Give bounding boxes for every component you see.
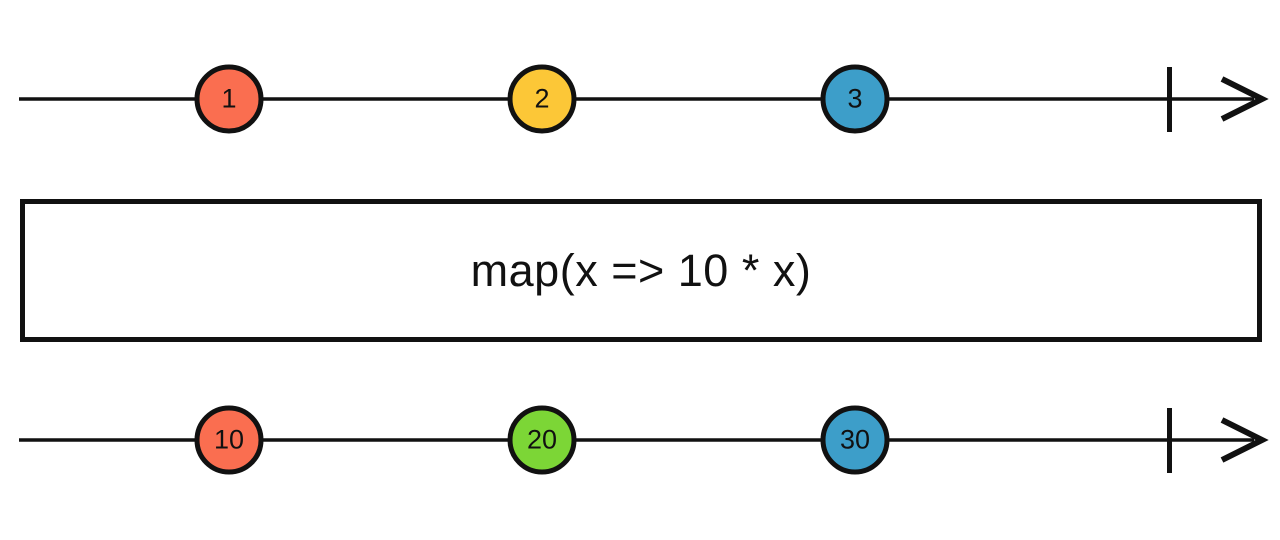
input-marble-1: 1 (194, 64, 264, 134)
output-arrowhead-icon (1220, 417, 1269, 463)
output-marble-3-value: 30 (839, 424, 871, 455)
input-marble-3-value: 3 (847, 83, 863, 114)
operator-label: map(x => 10 * x) (470, 244, 812, 296)
output-marble-1-value: 10 (213, 424, 245, 455)
output-marble-2: 20 (507, 405, 577, 475)
operator-box: map(x => 10 * x) (20, 199, 1262, 342)
input-marble-2: 2 (507, 64, 577, 134)
output-marble-1: 10 (194, 405, 264, 475)
input-marble-1-value: 1 (221, 83, 237, 114)
output-marble-3: 30 (820, 405, 890, 475)
input-arrowhead-icon (1220, 76, 1269, 122)
output-marble-2-value: 20 (526, 424, 558, 455)
input-marble-2-value: 2 (534, 83, 550, 114)
input-marble-3: 3 (820, 64, 890, 134)
